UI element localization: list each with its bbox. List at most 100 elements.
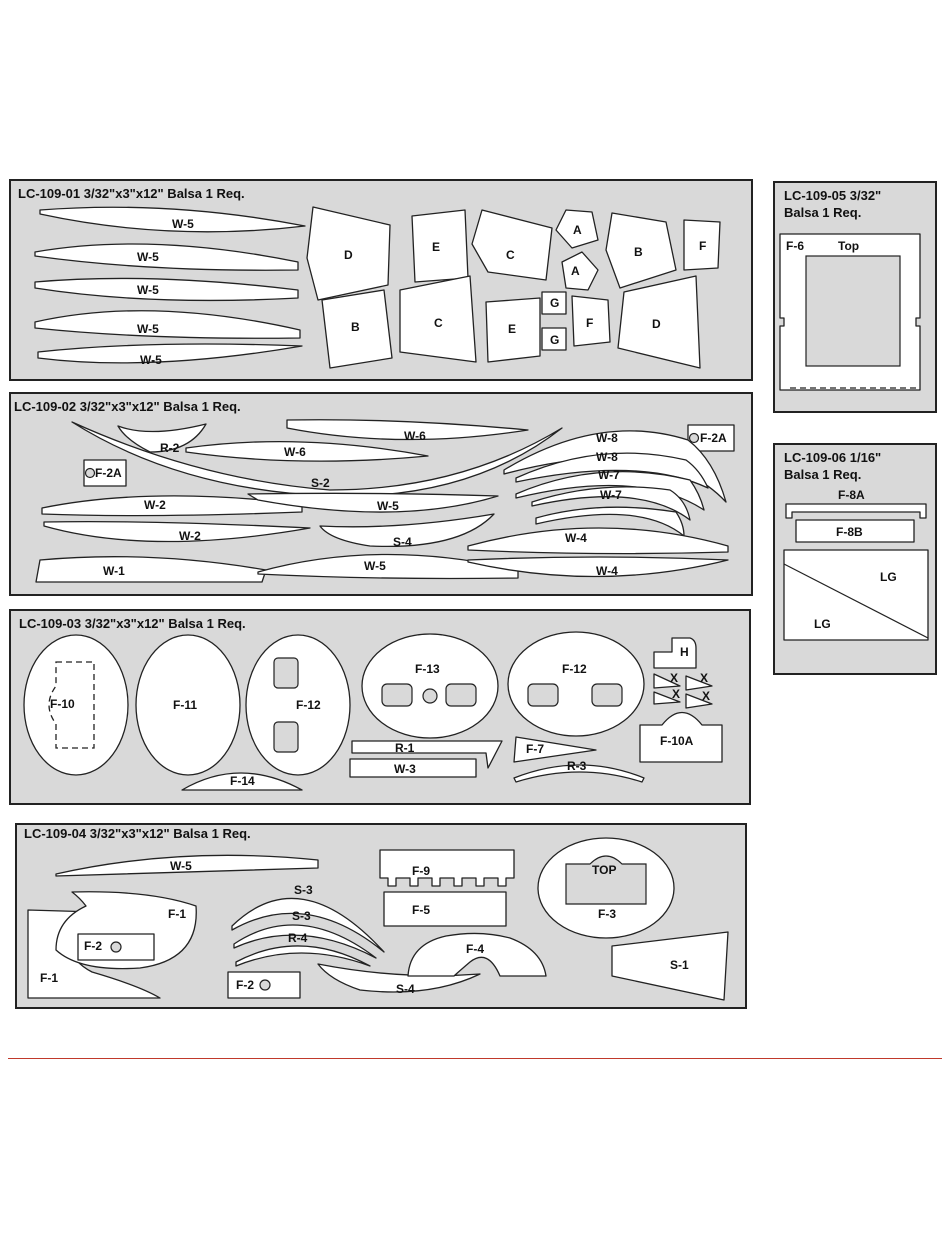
part-label: X	[700, 671, 708, 685]
part-label: W-5	[172, 217, 194, 231]
part-label: W-6	[404, 429, 426, 443]
part-label: S-2	[311, 476, 330, 490]
panel-title: LC-109-05 3/32"	[784, 188, 881, 203]
part-label: W-7	[600, 488, 622, 502]
part-label: C	[506, 248, 515, 262]
part-x	[685, 693, 713, 709]
part-outline-dashed	[48, 661, 95, 749]
part-e	[485, 297, 541, 363]
part-w5	[247, 492, 499, 513]
part-label: R-2	[160, 441, 180, 455]
part-b	[321, 289, 393, 369]
part-label: H	[680, 645, 689, 659]
part-label: W-3	[394, 762, 416, 776]
part-label: S-3	[294, 883, 313, 897]
part-a	[555, 209, 599, 249]
part-label: E	[432, 240, 440, 254]
part-r2	[117, 423, 207, 453]
part-label: W-5	[170, 859, 192, 873]
part-label: W-5	[140, 353, 162, 367]
part-label: F-4	[466, 942, 484, 956]
part-label: B	[634, 245, 643, 259]
part-label: D	[344, 248, 353, 262]
part-label: W-8	[596, 431, 618, 445]
part-label: F-8A	[838, 488, 865, 502]
part-g	[541, 291, 567, 315]
page-divider-line	[8, 1058, 942, 1059]
hole	[273, 721, 299, 753]
part-w5	[34, 310, 301, 339]
part-label: D	[652, 317, 661, 331]
part-label: W-5	[377, 499, 399, 513]
part-w2	[43, 520, 311, 543]
panel-title: Balsa 1 Req.	[784, 205, 861, 220]
part-label: B	[351, 320, 360, 334]
part-label: W-1	[103, 564, 125, 578]
part-s2	[71, 421, 563, 497]
hole	[688, 432, 700, 444]
part-label: W-5	[137, 322, 159, 336]
part-w6	[185, 440, 429, 462]
part-w2	[41, 495, 303, 517]
part-label: E	[508, 322, 516, 336]
part-b	[605, 212, 677, 289]
part-r1	[351, 740, 503, 769]
part-f13	[361, 633, 499, 739]
part-label: F-2A	[95, 466, 122, 480]
part-label: W-4	[565, 531, 587, 545]
part-s4	[317, 963, 481, 993]
part-label: S-4	[396, 982, 415, 996]
part-label: W-8	[596, 450, 618, 464]
part-d	[306, 206, 391, 301]
part-x	[653, 673, 681, 689]
part-s3	[231, 897, 385, 953]
panel-lc-109-06: LC-109-06 1/16" Balsa 1 Req. F-8A F-8B L…	[773, 443, 937, 675]
part-f11	[135, 634, 241, 776]
part-label: W-5	[364, 559, 386, 573]
part-c	[471, 209, 553, 281]
panel-title: LC-109-03 3/32"x3"x12" Balsa 1 Req.	[19, 616, 246, 631]
part-label: X	[702, 689, 710, 703]
part-w5	[34, 243, 299, 271]
part-label: X	[672, 687, 680, 701]
part-label: G	[550, 296, 559, 310]
part-w5	[257, 553, 519, 580]
part-a	[561, 251, 599, 291]
part-label: R-4	[288, 931, 308, 945]
part-label: F-10A	[660, 734, 694, 748]
panel-lc-109-02: LC-109-02 3/32"x3"x12" Balsa 1 Req. W-6 …	[9, 392, 753, 596]
part-label: F-10	[50, 697, 75, 711]
part-label: W-7	[598, 468, 620, 482]
part-w5	[55, 854, 319, 877]
part-label: F-2A	[700, 431, 727, 445]
part-label: F-1	[168, 907, 186, 921]
part-label: S-4	[393, 535, 412, 549]
part-w7	[531, 486, 691, 521]
part-w8	[515, 452, 709, 489]
part-s4	[319, 513, 495, 548]
part-g	[541, 327, 567, 351]
part-label: W-2	[144, 498, 166, 512]
part-h	[653, 637, 697, 669]
part-s1	[611, 931, 729, 1001]
part-label: Top	[838, 239, 859, 253]
part-w6	[286, 419, 529, 441]
part-label: F-8B	[836, 525, 863, 539]
hole	[565, 855, 647, 905]
part-label: F-13	[415, 662, 440, 676]
part-f	[571, 295, 611, 347]
panel-title: LC-109-01 3/32"x3"x12" Balsa 1 Req.	[18, 186, 245, 201]
part-label: F-12	[562, 662, 587, 676]
part-label: F	[586, 316, 593, 330]
part-f8a	[785, 503, 927, 519]
part-label: TOP	[592, 863, 616, 877]
part-label: W-6	[284, 445, 306, 459]
hole	[445, 683, 477, 707]
panel-lc-109-05: LC-109-05 3/32" Balsa 1 Req. F-6 Top	[773, 181, 937, 413]
cut-line	[783, 563, 929, 639]
part-f10	[23, 634, 129, 776]
part-c	[399, 275, 477, 363]
part-f10a	[639, 711, 723, 763]
part-label: F-1	[40, 971, 58, 985]
part-label: F-9	[412, 864, 430, 878]
